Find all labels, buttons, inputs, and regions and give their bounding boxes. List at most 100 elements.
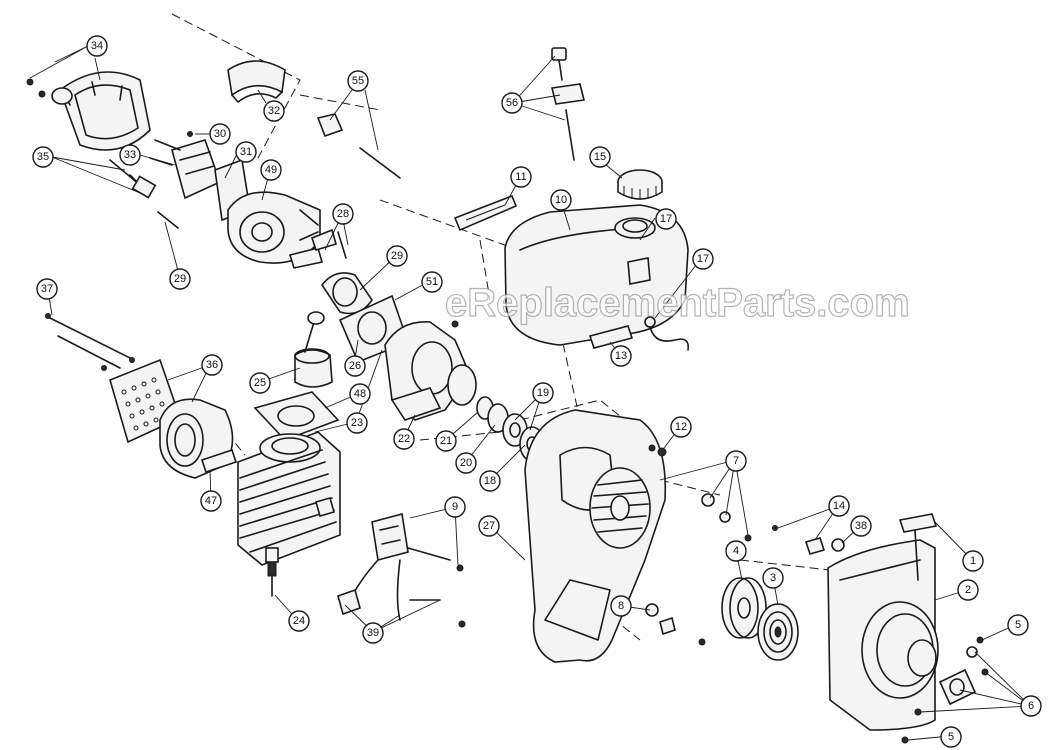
- part-curved-shield: [227, 60, 286, 103]
- callout-label: 36: [206, 359, 218, 371]
- part-fasteners: [645, 447, 845, 646]
- callout-label: 37: [41, 283, 53, 295]
- callout-5-lower: 5: [940, 726, 962, 748]
- callout-label: 18: [484, 475, 496, 487]
- callout-label: 17: [660, 213, 672, 225]
- callout-19: 19: [532, 382, 554, 404]
- callout-label: 30: [214, 128, 226, 140]
- callout-30: 30: [209, 123, 231, 145]
- callout-14: 14: [828, 495, 850, 517]
- callout-label: 55: [352, 75, 364, 87]
- callout-22: 22: [393, 428, 415, 450]
- part-flywheel: [589, 467, 651, 549]
- callout-label: 35: [37, 151, 49, 163]
- callout-10: 10: [550, 189, 572, 211]
- part-starter-cover: [827, 513, 939, 731]
- callout-label: 6: [1028, 700, 1034, 712]
- callout-35: 35: [32, 146, 54, 168]
- part-long-bolts: [45, 313, 135, 371]
- callout-31: 31: [235, 141, 257, 163]
- callout-label: 11: [515, 171, 526, 183]
- callout-label: 13: [615, 350, 627, 362]
- callout-label: 1: [970, 555, 976, 567]
- callout-55: 55: [347, 70, 369, 92]
- part-fuel-line: [644, 316, 690, 351]
- callout-34: 34: [86, 35, 108, 57]
- part-ignition-coil: [337, 512, 466, 628]
- callout-label: 2: [965, 584, 971, 596]
- callout-56: 56: [501, 92, 523, 114]
- part-fuel-tank: [504, 204, 689, 346]
- callout-48: 48: [349, 383, 371, 405]
- callout-label: 31: [240, 146, 252, 158]
- part-spark-plug: [265, 547, 279, 597]
- part-engine-housing: [524, 409, 667, 663]
- callout-32: 32: [263, 100, 285, 122]
- part-pulley: [721, 577, 767, 639]
- callout-18: 18: [479, 470, 501, 492]
- callout-label: 22: [398, 433, 410, 445]
- callout-label: 10: [555, 194, 567, 206]
- callout-label: 48: [354, 388, 366, 400]
- callout-label: 51: [426, 276, 438, 288]
- callout-15: 15: [589, 146, 611, 168]
- callout-25: 25: [249, 372, 271, 394]
- callout-1: 1: [962, 550, 984, 572]
- callout-label: 5: [948, 731, 954, 743]
- callout-label: 29: [391, 250, 403, 262]
- watermark-text: eReplacementParts.com: [445, 281, 910, 325]
- part-fitting-rod: [316, 113, 401, 179]
- part-small-pad: [588, 325, 634, 349]
- callout-label: 47: [205, 495, 217, 507]
- callout-label: 23: [351, 417, 363, 429]
- callout-label: 15: [594, 151, 606, 163]
- callout-label: 29: [174, 273, 186, 285]
- callout-11: 11: [510, 166, 532, 188]
- part-crankshaft: [447, 364, 545, 462]
- callout-20: 20: [455, 452, 477, 474]
- callout-label: 21: [440, 435, 452, 447]
- callout-label: 38: [855, 520, 867, 532]
- callout-36: 36: [201, 354, 223, 376]
- callout-29-lower: 29: [386, 245, 408, 267]
- callout-33: 33: [119, 144, 141, 166]
- callout-label: 49: [265, 164, 277, 176]
- callout-label: 28: [337, 208, 349, 220]
- callout-39: 39: [362, 622, 384, 644]
- part-fuel-cap: [617, 169, 663, 200]
- callout-27: 27: [478, 515, 500, 537]
- callout-21: 21: [435, 430, 457, 452]
- callout-label: 32: [268, 105, 280, 117]
- callout-label: 56: [506, 97, 518, 109]
- part-piston: [294, 311, 333, 388]
- callout-label: 9: [452, 501, 458, 513]
- part-clips: [288, 228, 347, 269]
- callout-24: 24: [288, 610, 310, 632]
- callout-label: 14: [833, 500, 845, 512]
- callout-38: 38: [850, 515, 872, 537]
- part-cover-hardware: [901, 636, 989, 744]
- part-strip: [453, 194, 518, 232]
- callout-label: 19: [537, 387, 549, 399]
- callout-9: 9: [444, 496, 466, 518]
- callout-label: 33: [124, 149, 136, 161]
- callout-51: 51: [421, 271, 443, 293]
- part-crankcase: [384, 320, 471, 421]
- callout-26: 26: [344, 355, 366, 377]
- callout-label: 5: [1015, 619, 1021, 631]
- part-recoil-housing: [26, 71, 151, 151]
- callout-37: 37: [36, 278, 58, 300]
- callout-label: 3: [770, 572, 776, 584]
- part-bracket-rod: [551, 47, 585, 161]
- callout-label: 12: [675, 421, 687, 433]
- part-cylinder: [237, 431, 341, 566]
- callout-3: 3: [762, 567, 784, 589]
- callout-label: 20: [460, 457, 472, 469]
- part-muffler: [159, 398, 238, 479]
- callout-label: 25: [254, 377, 266, 389]
- callout-12: 12: [670, 416, 692, 438]
- callout-label: 39: [367, 627, 379, 639]
- callout-6: 6: [1020, 695, 1042, 717]
- callout-label: 24: [293, 615, 305, 627]
